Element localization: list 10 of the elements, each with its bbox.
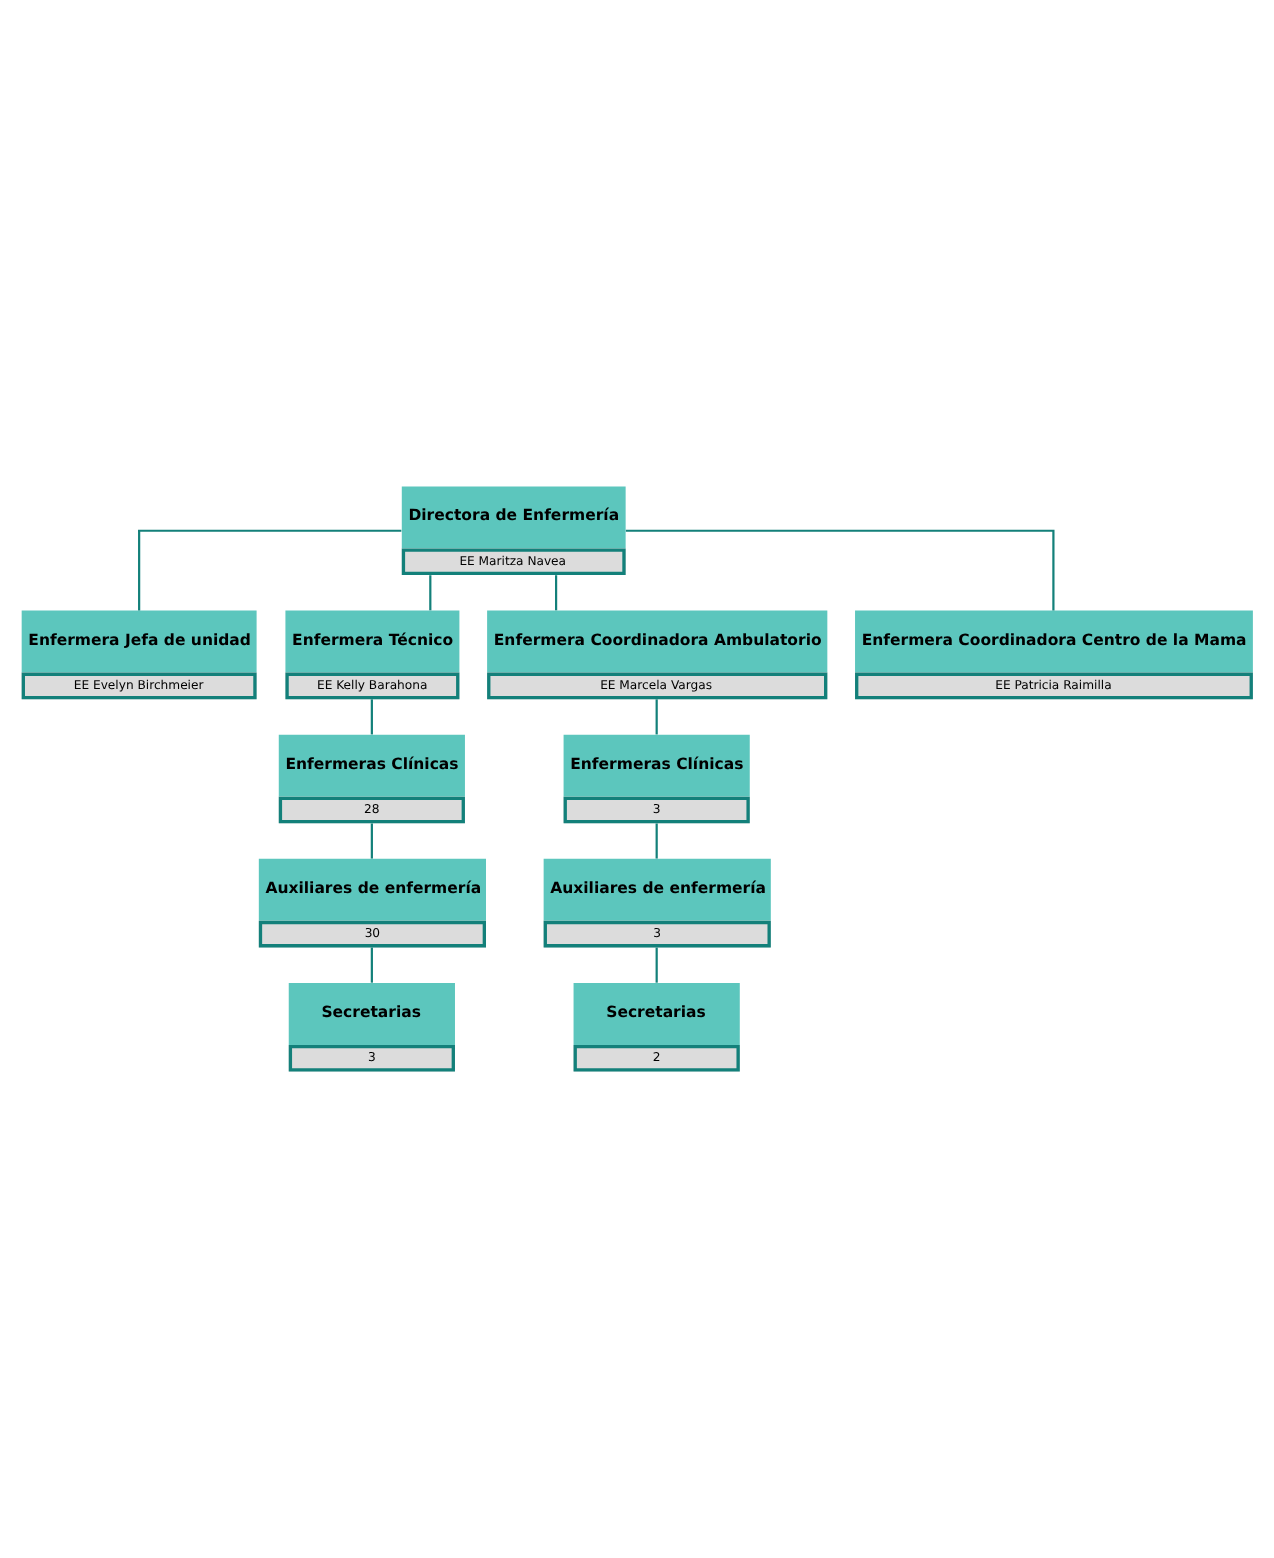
connector [138, 529, 402, 611]
connector [370, 699, 373, 735]
connector [655, 699, 658, 735]
connector [655, 947, 658, 983]
connector [429, 575, 432, 611]
connector [655, 823, 658, 859]
connector [370, 823, 373, 859]
connector [625, 529, 1055, 611]
connector [555, 575, 558, 611]
connector [370, 947, 373, 983]
